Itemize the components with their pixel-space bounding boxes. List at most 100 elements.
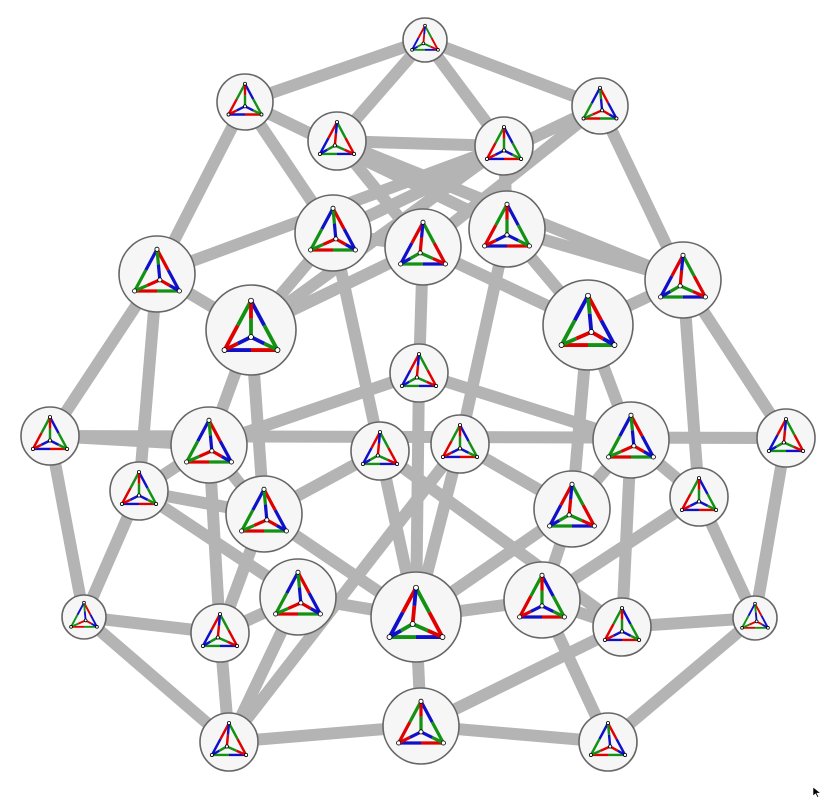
node-disc [533,470,611,548]
node-vertex [631,443,637,449]
node-vertex [458,423,462,428]
node-vertex [48,415,52,420]
graph-edge [749,436,792,620]
graph-node [199,712,259,772]
node-disc [307,111,367,171]
node-vertex [221,347,228,353]
node-vertex [95,625,99,629]
graph-node [430,414,490,474]
node-vertex [458,446,462,451]
edge-segment [137,471,149,489]
edge-segment [332,223,338,240]
node-vertex [226,112,231,117]
node-vertex [442,261,448,267]
edge-segment [378,431,390,449]
edge-segment [760,615,769,629]
edge-segment [587,313,594,333]
edge-segment [505,203,520,226]
node-vertex [409,621,416,627]
node-vertex [83,618,88,623]
graph-node [61,594,107,640]
graph-node [216,73,274,131]
node-vertex [82,600,86,605]
node-vertex [398,261,404,267]
edge-segment [630,430,636,447]
edge-segment [467,440,479,458]
node-vertex [539,603,545,609]
node-vertex [283,528,289,534]
node-vertex [228,459,234,465]
edge-segment [387,611,405,638]
node-vertex [591,523,597,529]
node-vertex [119,501,124,506]
edge-segment [201,629,213,647]
graph-node [20,406,80,466]
edge-segment [296,572,302,588]
node-vertex [248,297,254,304]
edge-segment [419,222,425,238]
edge-segment [335,121,347,139]
node-vertex [423,23,427,28]
edge-segment [590,87,602,104]
edge-segment [166,269,181,292]
node-vertex [235,643,240,648]
node-vertex [154,501,159,506]
edge-segment [412,587,418,607]
node-vertex [614,116,619,121]
graph-node [644,241,722,319]
node-vertex [413,584,419,591]
edge-segment [307,592,322,615]
edge-segment [432,242,447,265]
graph-node [350,421,410,481]
node-vertex [611,342,618,348]
edge-segment [421,221,436,244]
edge-segment [516,224,531,247]
edge-segment [70,614,79,628]
edge-segment [236,738,248,756]
node-vertex [623,752,628,757]
graph-node [732,595,778,641]
edge-segment [309,228,324,251]
edge-segment [620,607,632,625]
node-vertex [317,151,322,156]
node-vertex [218,612,222,617]
edge-segment [582,102,593,120]
node-vertex [248,334,254,340]
edge-segment [414,586,431,614]
node-vertex [244,752,249,757]
node-vertex [395,461,400,466]
edge-segment [273,509,288,532]
edge-segment [251,488,266,511]
edge-segment [240,509,255,532]
edge-segment [573,294,590,322]
graph-node [468,190,546,268]
node-vertex [418,698,424,704]
node-vertex [440,454,445,459]
node-layer [20,17,816,772]
edge-segment [48,416,60,434]
edge-segment [598,722,610,740]
graph-edge [243,34,427,108]
node-vertex [209,752,214,757]
node-vertex [608,744,613,749]
edge-segment [263,504,269,521]
edge-segment [548,504,563,527]
mouse-pointer-icon [812,786,822,798]
edge-segment [418,237,424,254]
edge-segment [222,324,240,351]
edge-segment [697,477,709,495]
node-vertex [330,205,336,211]
node-vertex [239,528,245,534]
graph-node [205,284,297,376]
graph-edge [44,434,90,619]
node-vertex [475,454,480,459]
edge-segment [235,83,247,100]
node-disc [170,406,248,484]
node-disc [259,558,337,636]
graph-node [307,111,367,171]
node-vertex [215,635,220,640]
edge-segment [156,264,162,281]
edge-segment [285,571,300,594]
node-vertex [766,448,771,453]
